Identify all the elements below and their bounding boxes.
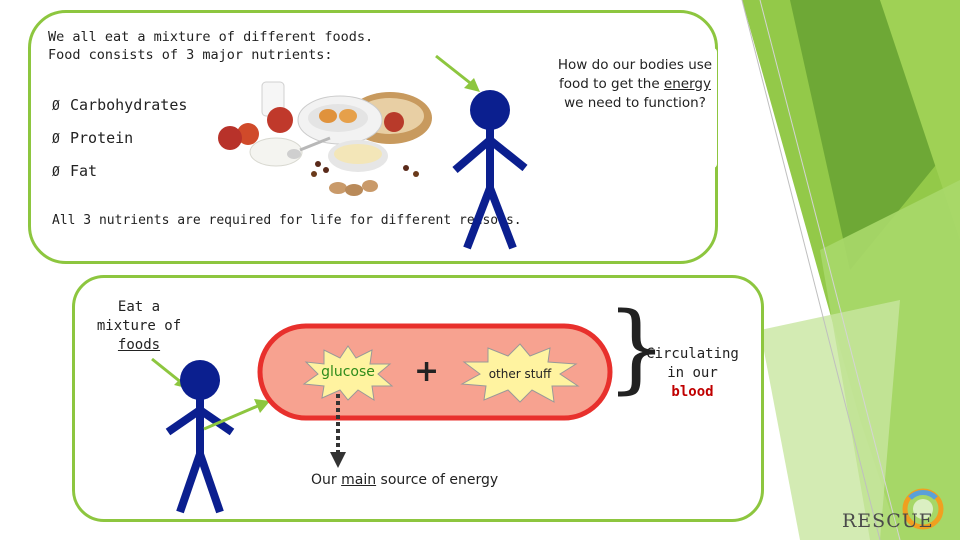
energy-main-underlined: main bbox=[341, 472, 377, 488]
nutrient-item-carbohydrates: Ø Carbohydrates bbox=[52, 96, 187, 114]
curly-brace: } bbox=[606, 292, 668, 404]
stick-figure-top-icon bbox=[452, 90, 528, 250]
intro-line-1: We all eat a mixture of different foods. bbox=[48, 29, 374, 45]
eat-foods-label: Eat a mixture of foods bbox=[96, 298, 182, 355]
question-part-2: we need to function? bbox=[564, 95, 706, 111]
plus-sign: + bbox=[414, 354, 440, 389]
bullet-arrow-icon: Ø bbox=[52, 99, 60, 114]
glucose-burst-icon bbox=[302, 345, 394, 401]
dotted-down-arrow-icon bbox=[330, 394, 346, 468]
question-bubble bbox=[551, 48, 717, 168]
nutrient-item-fat: Ø Fat bbox=[52, 162, 97, 180]
rescue-logo-text: RESCUE bbox=[842, 510, 934, 532]
eat-line-1: Eat a bbox=[117, 299, 161, 315]
circulating-line-1: Circulating bbox=[646, 346, 739, 362]
eat-line-3: foods bbox=[117, 337, 161, 353]
food-photo bbox=[210, 80, 438, 204]
question-energy-underlined: energy bbox=[663, 76, 711, 92]
question-part-1: How do our bodies use food to get the bbox=[557, 57, 713, 92]
energy-source-label: Our main source of energy bbox=[311, 472, 498, 488]
bullet-arrow-icon: Ø bbox=[52, 165, 60, 180]
intro-line-2: Food consists of 3 major nutrients: bbox=[48, 47, 333, 63]
required-statement: All 3 nutrients are required for life fo… bbox=[52, 213, 522, 228]
energy-prefix: Our bbox=[311, 472, 342, 488]
other-stuff-label: other stuff bbox=[488, 367, 552, 381]
glucose-label: glucose bbox=[321, 364, 375, 380]
nutrient-label: Protein bbox=[70, 129, 134, 147]
nutrient-label: Fat bbox=[70, 162, 98, 180]
rescue-logo-icon bbox=[902, 488, 944, 530]
eat-line-2: mixture of bbox=[96, 318, 182, 334]
circulating-blood: blood bbox=[671, 384, 714, 400]
nutrient-label: Carbohydrates bbox=[70, 96, 188, 114]
circulating-label: Circulating in our blood bbox=[645, 345, 740, 402]
question-text: How do our bodies use food to get the en… bbox=[555, 56, 715, 113]
stick-figure-bottom-icon bbox=[165, 360, 235, 514]
energy-suffix: source of energy bbox=[376, 472, 499, 488]
arrow-into-vessel-icon bbox=[203, 399, 270, 431]
arrow-to-figure-icon bbox=[435, 54, 480, 92]
intro-text: We all eat a mixture of different foods.… bbox=[48, 28, 373, 64]
other-stuff-burst-icon bbox=[460, 343, 580, 403]
nutrient-item-protein: Ø Protein bbox=[52, 129, 133, 147]
circulating-line-2: in our bbox=[667, 365, 718, 381]
bullet-arrow-icon: Ø bbox=[52, 132, 60, 147]
